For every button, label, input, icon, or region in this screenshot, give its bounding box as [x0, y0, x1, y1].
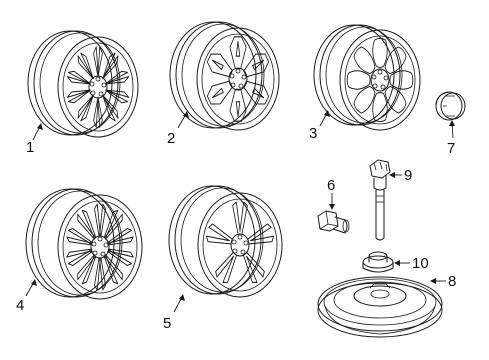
wheel-2 — [169, 21, 280, 131]
callout-8: 8 — [430, 273, 456, 290]
tpms-valve-sensor — [369, 159, 391, 241]
lug-nut — [317, 210, 350, 234]
callout-5-label: 5 — [163, 315, 171, 332]
spare-wheel — [317, 276, 443, 338]
callout-3: 3 — [309, 110, 330, 142]
callout-7: 7 — [447, 120, 455, 157]
callout-4-label: 4 — [16, 297, 24, 314]
wheel-1 — [27, 30, 139, 138]
wheel-5 — [168, 185, 283, 298]
callout-2-label: 2 — [167, 130, 175, 147]
callout-8-label: 8 — [448, 273, 456, 290]
callout-3-label: 3 — [309, 125, 317, 142]
callout-6-label: 6 — [327, 177, 335, 194]
valve-nut — [362, 251, 394, 273]
center-cap — [435, 91, 466, 121]
callout-6: 6 — [327, 177, 335, 210]
wheel-4 — [25, 188, 143, 300]
callout-7-label: 7 — [447, 140, 455, 157]
wheel-3 — [313, 24, 421, 131]
callout-9-label: 9 — [404, 167, 412, 184]
callout-2: 2 — [167, 111, 189, 147]
callout-5: 5 — [163, 294, 185, 332]
callout-10: 10 — [394, 255, 429, 272]
callout-1: 1 — [26, 123, 43, 156]
callout-1-label: 1 — [26, 139, 34, 156]
callout-4: 4 — [16, 279, 37, 314]
callout-10-label: 10 — [412, 255, 429, 272]
callout-9: 9 — [389, 167, 412, 184]
